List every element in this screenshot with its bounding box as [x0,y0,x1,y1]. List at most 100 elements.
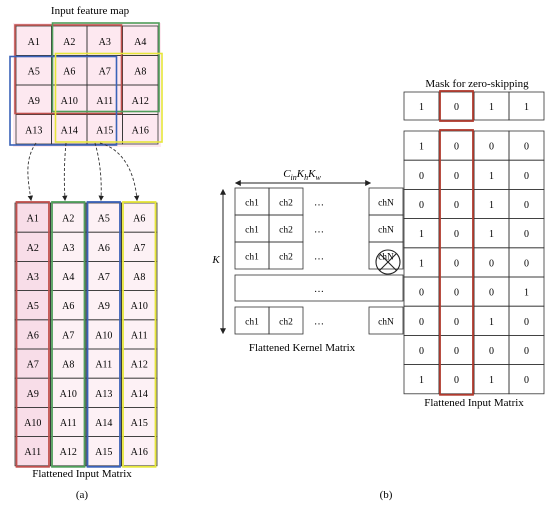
flattened-input-cell-label: A2 [27,243,39,254]
arrow-a4 [99,142,140,202]
kernel-cell-label: ch2 [279,253,293,263]
flattened-input-cell-label: A11 [60,418,77,429]
feature-map-cell-label: A5 [28,66,40,77]
arrow-a3 [94,142,104,202]
arrow-a1 [27,142,37,202]
flattened-input-cell: A16 [121,436,158,467]
kernel-cell: ch1 [234,187,270,216]
feature-map-cell-label: A2 [63,37,75,48]
flattened-input-cell-label: A10 [60,389,77,400]
binary-input-cell-label: 0 [489,346,494,357]
top-label-kw-sub: w [315,173,321,182]
binary-input-cell: 1 [403,364,440,395]
flattened-column-outline [15,201,50,468]
kernel-cell-label: chN [378,199,394,209]
feature-map-cell: A16 [122,114,159,145]
flattened-input-cell-label: A14 [131,389,148,400]
feature-map-cell-label: A6 [63,66,75,77]
kernel-cell: chN [368,187,404,216]
kernel-cell-label: ch2 [279,199,293,209]
binary-input-cell: 1 [473,159,510,190]
feature-map-cell-label: A8 [134,66,146,77]
flattened-input-cell-label: A8 [133,272,145,283]
flattened-input-cell-label: A12 [131,360,148,371]
binary-input-cell-label: 1 [524,288,529,299]
feature-map-cell-label: A12 [132,96,149,107]
mask-highlight [439,90,474,122]
binary-input-cell-label: 0 [524,142,529,153]
feature-map-cell-label: A3 [99,37,111,48]
feature-map-cell-label: A14 [61,125,78,136]
kernel-cell-label: chN [378,226,394,236]
flattened-input-cell-label: A9 [27,389,39,400]
flattened-input-cell-label: A15 [131,418,148,429]
binary-input-cell-label: 1 [419,229,424,240]
binary-input-cell: 0 [403,276,440,307]
mask-cell-label: 0 [454,102,459,113]
flattened-input-cell-label: A10 [131,301,148,312]
flattened-input-cell-label: A6 [62,301,74,312]
feature-map-cell-label: A7 [99,66,111,77]
mask-cell: 1 [473,91,510,121]
window-blue [9,55,118,146]
panel-label-b: (b) [380,489,393,501]
binary-input-cell-label: 0 [454,229,459,240]
binary-input-cell-label: 0 [524,200,529,211]
binary-input-cell-label: 0 [419,317,424,328]
window-green [51,22,160,113]
mask-cell: 1 [403,91,440,121]
binary-input-cell-label: 0 [524,229,529,240]
feature-map-cell-label: A1 [28,37,40,48]
binary-input-cell-label: 0 [489,142,494,153]
flattened-input-cell-label: A13 [95,389,112,400]
flattened-input-cell-label: A14 [95,418,112,429]
binary-input-cell-label: 1 [489,375,494,386]
mask-cell-label: 1 [419,102,424,113]
flattened-input-cell-label: A11 [131,330,148,341]
window-red [14,24,123,115]
binary-input-cell: 1 [473,305,510,336]
kernel-top-label: CinKhKw [283,168,321,182]
flattened-input-matrix: A1A2A3A5A6A7A9A10A11A2A3A4A6A7A8A10A11A1… [14,201,158,468]
flattened-input-cell-label: A7 [62,330,74,341]
flattened-input-cell-label: A16 [131,447,148,458]
binary-input-cell-label: 1 [419,258,424,269]
kernel-cell: ch2 [268,306,304,335]
kernel-cell-label: ch2 [279,318,293,328]
binary-input-cell-label: 0 [454,258,459,269]
kernel-cell: ch2 [268,241,304,270]
binary-input-cell: 0 [438,130,475,161]
kernel-cell: ch1 [234,214,270,243]
binary-input-cell-label: 0 [454,317,459,328]
binary-input-cell-label: 0 [419,288,424,299]
binary-input-cell: 0 [508,247,545,278]
feature-map-cell-label: A4 [134,37,146,48]
flattened-input-cell-label: A5 [98,214,110,225]
flattened-input-cell-label: A10 [95,330,112,341]
binary-input-cell: 0 [403,334,440,365]
binary-input-cell: 0 [508,334,545,365]
mask-cell: 0 [438,91,475,121]
kernel-cell: chN [368,214,404,243]
flattened-column-outline [51,201,86,468]
kernel-cell: ch2 [268,187,304,216]
window-yellow [54,52,163,143]
binary-input-cell: 0 [473,130,510,161]
binary-input-cell: 1 [473,188,510,219]
binary-input-cell-label: 0 [524,258,529,269]
binary-input-cell-label: 0 [454,171,459,182]
binary-input-cell: 0 [473,276,510,307]
binary-input-cell-label: 0 [454,288,459,299]
binary-input-cell-label: 0 [454,346,459,357]
binary-input-cell: 1 [403,218,440,249]
binary-input-cell: 0 [438,218,475,249]
binary-input-cell-label: 0 [489,258,494,269]
binary-input-cell-label: 1 [419,142,424,153]
flattened-input-cell-label: A8 [62,360,74,371]
flattened-input-cell-label: A5 [27,301,39,312]
binary-input-cell: 0 [438,305,475,336]
flattened-input-cell-label: A7 [98,272,110,283]
